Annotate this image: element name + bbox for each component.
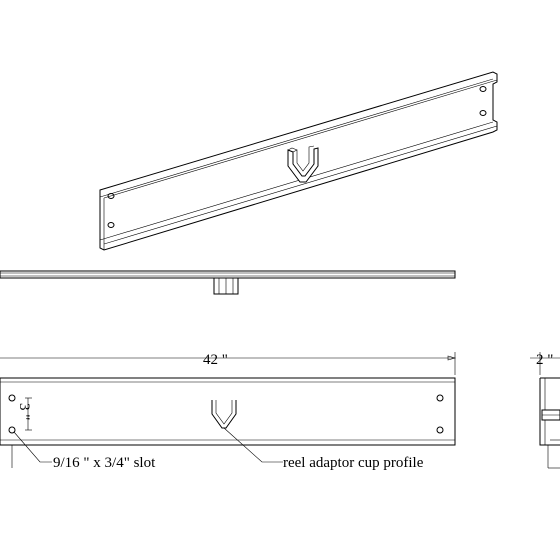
length-dimension: 42 " [203,352,228,368]
isometric-view [99,71,498,251]
side-view [0,270,456,295]
hole-spacing-dimension: 3 " [16,403,32,420]
slot-hole [8,394,16,402]
hole [107,193,115,199]
cup-profile-callout: reel adaptor cup profile [283,455,424,471]
hole [479,110,487,116]
width-dimension: 2 " [536,352,553,368]
front-view: 42 " 3 " 9/16 " x 3/4" slot reel adaptor… [0,352,457,471]
hole [479,86,487,92]
end-view: 2 " [530,352,560,469]
slot-hole [8,426,16,434]
reel-adaptor-cup [287,145,319,183]
hole [107,222,115,228]
slot-hole [436,394,444,402]
slot-hole [436,426,444,434]
slot-callout: 9/16 " x 3/4" slot [53,455,156,471]
